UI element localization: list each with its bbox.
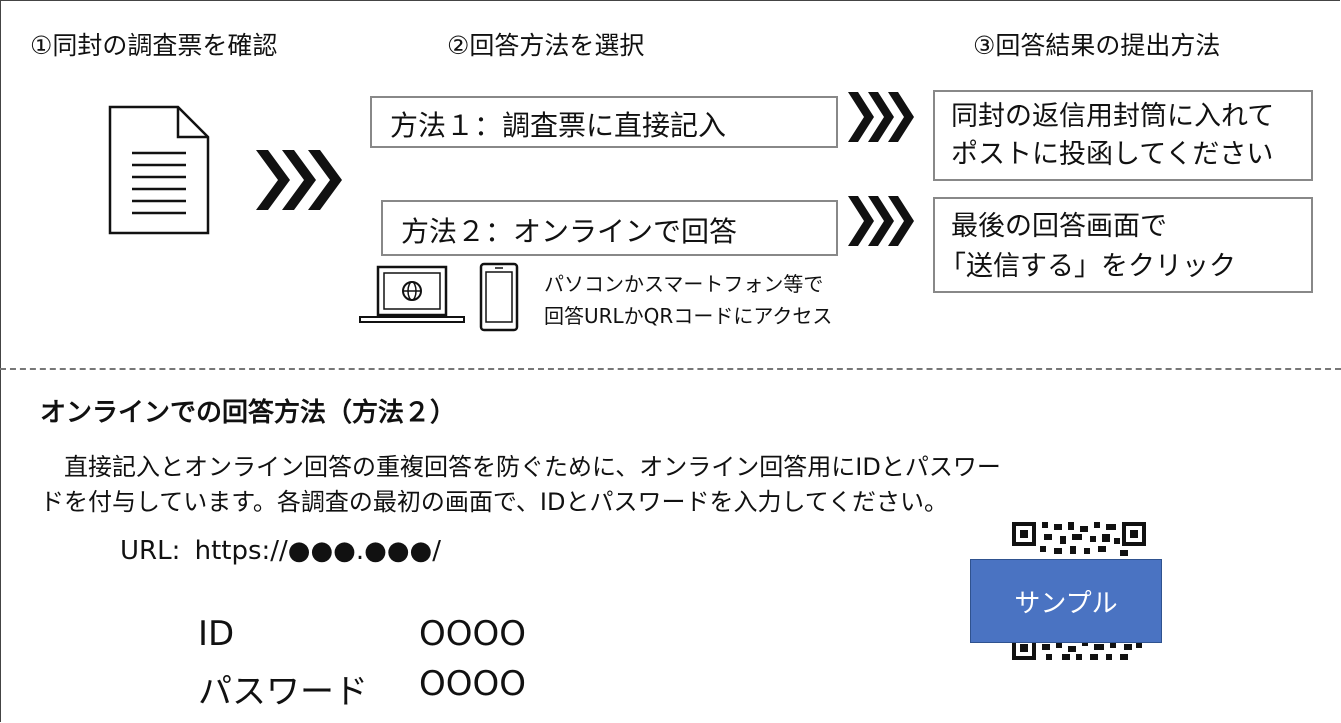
url-label: URL:	[120, 536, 181, 566]
password-value: OOOO	[419, 664, 527, 704]
step-2-title: ②回答方法を選択	[447, 31, 645, 60]
chevron-right-icon	[256, 150, 342, 210]
result-2-line-1: 最後の回答画面で	[951, 211, 1167, 242]
online-heading: オンラインでの回答方法（方法２）	[40, 398, 457, 428]
chevron-right-icon	[848, 92, 914, 142]
device-note-line-1: パソコンかスマートフォン等で	[544, 272, 824, 296]
online-paragraph-line-1: 直接記入とオンライン回答の重複回答を防ぐために、オンライン回答用にIDとパスワー	[64, 453, 1001, 481]
result-1-line-2: ポストに投函してください	[951, 139, 1274, 170]
document-icon	[108, 105, 210, 235]
result-2-box: 最後の回答画面で 「送信する」をクリック	[933, 197, 1313, 293]
smartphone-icon	[479, 262, 519, 332]
password-label: パスワード	[198, 672, 368, 712]
url-row: URL: https://●●●.●●●/	[120, 536, 441, 566]
qr-code-icon	[1012, 522, 1146, 660]
result-1-box: 同封の返信用封筒に入れて ポストに投函してください	[933, 90, 1313, 181]
result-2-line-2: 「送信する」をクリック	[939, 251, 1236, 282]
laptop-icon	[359, 265, 465, 323]
result-1-line-1: 同封の返信用封筒に入れて	[951, 101, 1275, 132]
step-3-title: ③回答結果の提出方法	[973, 31, 1221, 60]
url-value: https://●●●.●●●/	[194, 536, 441, 566]
method-2-label: 方法２：オンラインで回答	[401, 215, 738, 248]
qr-sample-label: サンプル	[970, 559, 1162, 643]
id-label: ID	[198, 614, 235, 654]
step-1-title: ①同封の調査票を確認	[30, 31, 278, 60]
method-2-box: 方法２：オンラインで回答	[381, 200, 838, 256]
chevron-right-icon	[848, 196, 914, 246]
online-paragraph-line-2: ドを付与しています。各調査の最初の画面で、IDとパスワードを入力してください。	[40, 488, 949, 516]
method-1-box: 方法１：調査票に直接記入	[370, 96, 838, 148]
device-note-line-2: 回答URLかQRコードにアクセス	[544, 304, 833, 328]
section-divider	[0, 368, 1341, 370]
method-1-label: 方法１：調査票に直接記入	[390, 109, 727, 142]
id-value: OOOO	[419, 614, 527, 654]
